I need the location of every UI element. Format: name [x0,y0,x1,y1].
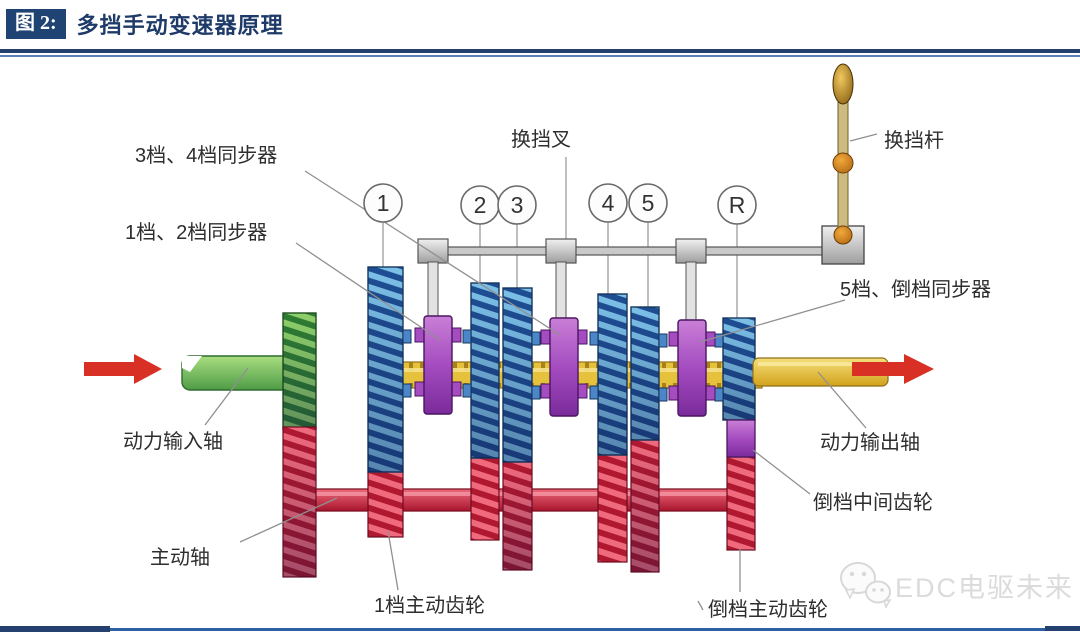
shift-fork-rod-1 [427,261,439,323]
shift-fork-rod-3 [685,261,697,323]
input-shaft-notch [182,356,202,372]
input-arrow [84,354,162,384]
countershaft-group [282,426,756,578]
label-input-shaft: 动力输入轴 [123,430,223,453]
gear-number-circles: 1 2 3 4 5 R [363,183,757,225]
rail-coupler-3 [675,238,707,264]
footer-rule-left [0,626,110,632]
rail-coupler-2 [545,238,577,264]
gear-circle-2-label: 2 [474,192,487,218]
label-shift-fork: 换挡叉 [511,128,571,151]
leader-lines [204,133,878,611]
fourth-gear-drive [597,454,628,563]
shift-lever [821,63,865,265]
gear-circle-5 [628,183,668,223]
figure-number-badge: 图 2: [6,9,66,39]
gear-circle-3-label: 3 [511,192,524,218]
synchronizers [414,315,716,417]
shift-rail [417,238,828,323]
wechat-icon [840,562,892,609]
label-output-shaft: 动力输出轴 [820,431,920,454]
label-reverse-drive-gear: 倒档主动齿轮 [708,598,828,621]
watermark: EDC电驱未来 [840,562,1074,609]
label-synchro-3-4: 3档、4档同步器 [135,144,277,167]
header-rule-thin [0,55,1080,57]
gear-circle-4-label: 4 [602,190,615,216]
synchronizer-3-4 [549,317,579,417]
watermark-text: EDC电驱未来 [895,573,1074,603]
gear-circle-5-label: 5 [642,190,655,216]
gear-circle-3 [497,185,537,225]
footer-rule [0,628,1080,631]
label-first-gear-drive: 1档主动齿轮 [374,594,485,617]
label-shift-lever: 换挡杆 [884,129,944,152]
footer-rule-right [1045,626,1080,631]
input-shaft-group [181,312,317,430]
diagram-labels: 3档、4档同步器 1档、2档同步器 换挡叉 换挡杆 5档、倒档同步器 动力输出轴… [123,128,991,621]
lever-pivot-ball [832,152,854,174]
gear-circle-4 [588,183,628,223]
second-gear-drive [470,457,500,541]
label-counter-shaft: 主动轴 [150,546,210,569]
speed-gears [367,266,756,473]
label-reverse-idler: 倒档中间齿轮 [813,491,933,514]
synchronizer-5-rev [677,319,707,417]
gear-circle-r-label: R [729,192,746,218]
shift-fork-rod-2 [555,261,567,323]
synchronizer-1-2 [423,315,453,415]
label-synchro-5-rev: 5档、倒档同步器 [840,278,991,301]
gear-circle-r [717,185,757,225]
header-rule-thick [0,49,1080,53]
output-arrow [852,354,934,384]
circle-drop-lines [382,157,738,320]
gear-circle-1-label: 1 [377,190,390,216]
gear-circle-1 [363,183,403,223]
figure-header: 图 2: 多挡手动变速器原理 [6,8,284,40]
reverse-idler-gear [726,419,756,458]
lever-knob [832,63,854,105]
label-synchro-1-2: 1档、2档同步器 [125,221,267,244]
first-gear-drive [367,471,404,538]
lever-base-ball [833,225,853,245]
figure-title: 多挡手动变速器原理 [76,13,284,38]
reverse-drive-gear [726,456,756,551]
